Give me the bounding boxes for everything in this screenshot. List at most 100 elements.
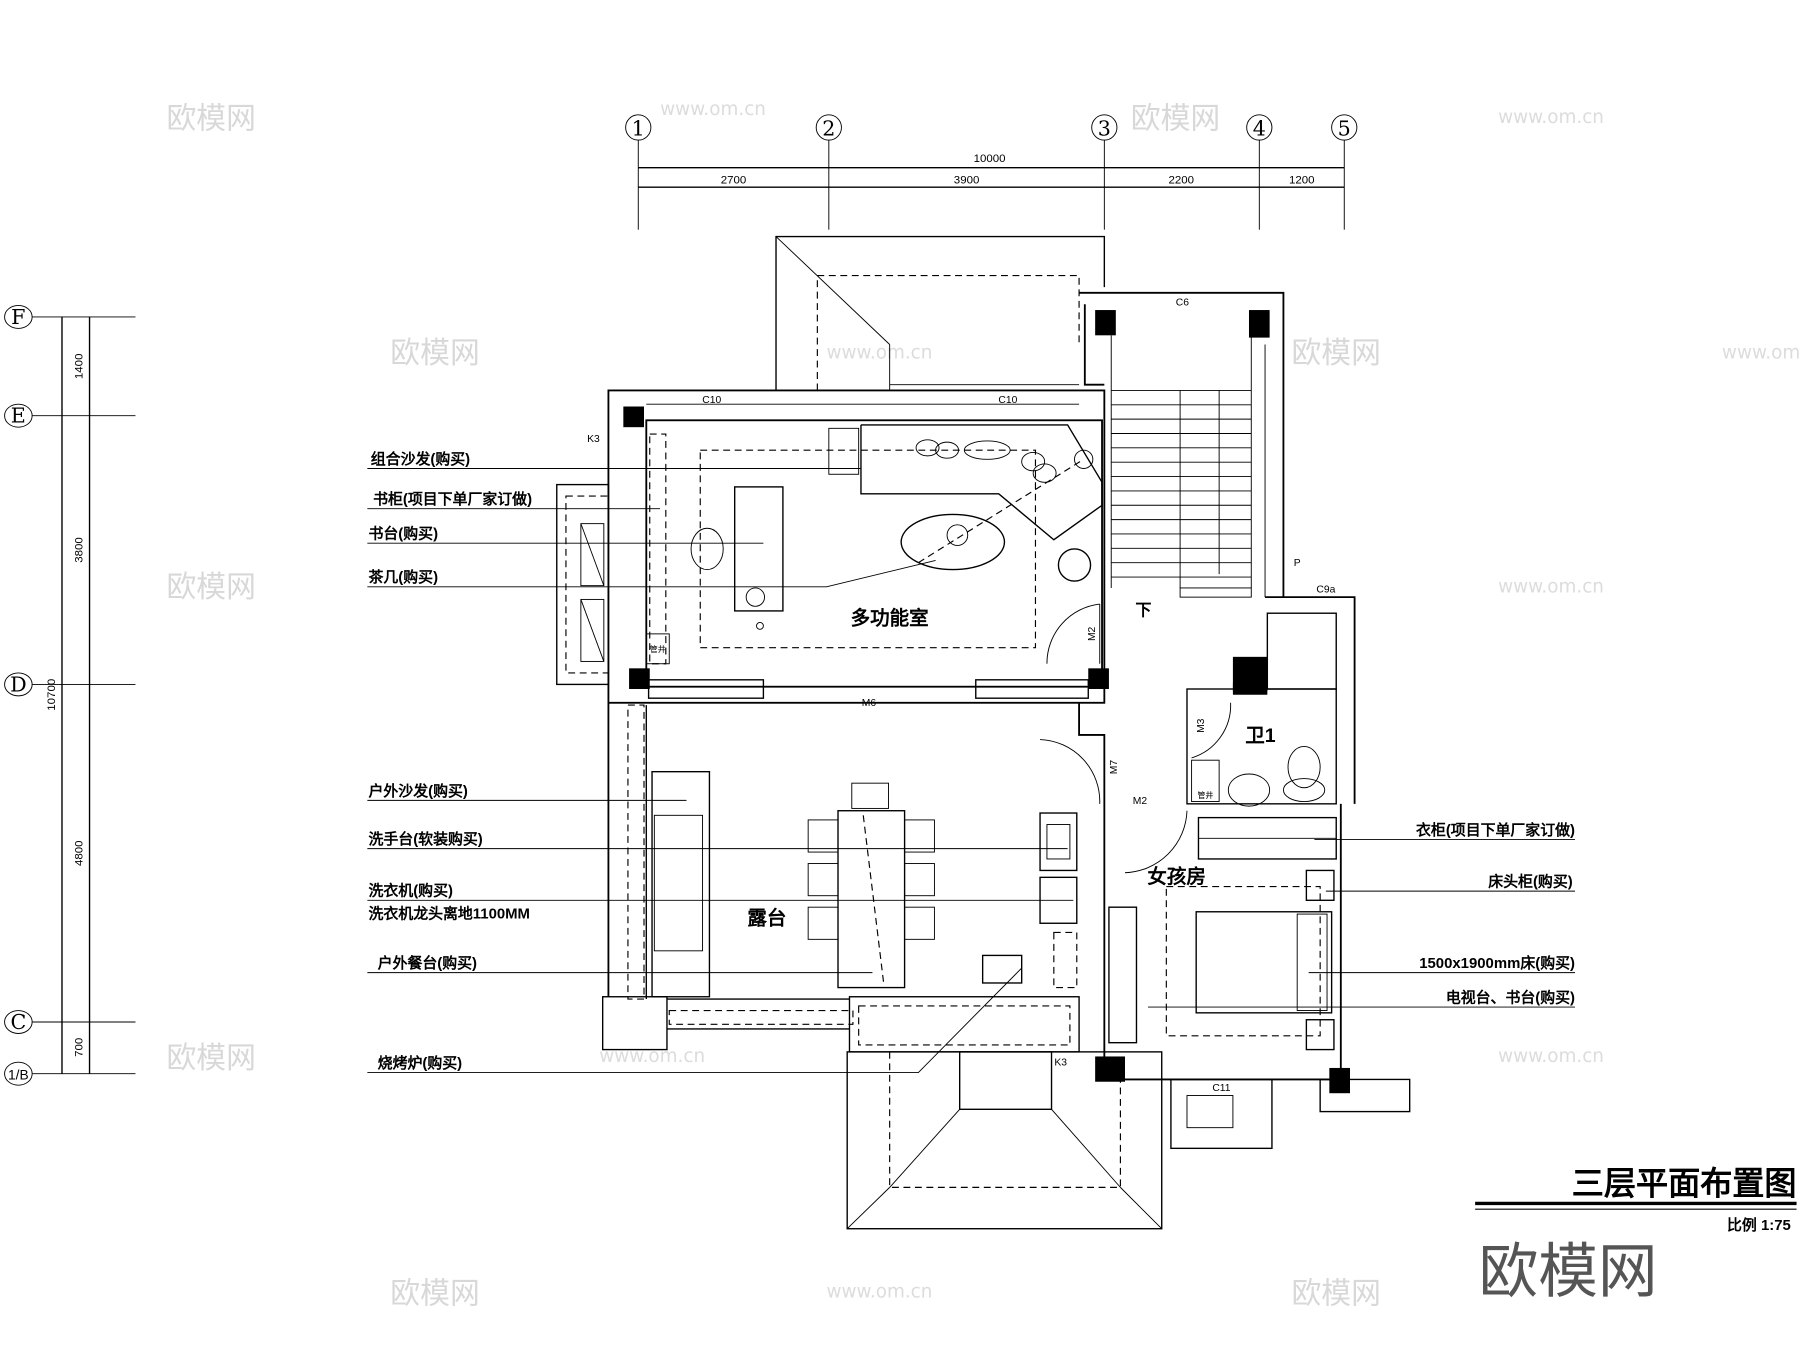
watermark-url: www.om.cn xyxy=(827,1282,933,1303)
door-tag: M2 xyxy=(1133,796,1148,807)
wash-basin xyxy=(1039,812,1078,872)
multi-function-room-outer-wall xyxy=(607,389,1106,704)
sectional-sofa xyxy=(828,424,1103,541)
annotation-dining-table: 户外餐台(购买) xyxy=(378,954,477,972)
bathroom-1 xyxy=(1186,596,1356,807)
annotation-tv-desk: 电视台、书台(购买) xyxy=(1446,988,1575,1006)
lower-roof xyxy=(846,1051,1163,1230)
outdoor-dining-table xyxy=(837,810,906,989)
door-tag: M2 xyxy=(1087,626,1098,641)
dimension: 1400 xyxy=(74,354,86,380)
watermark: 欧模网 xyxy=(166,1041,256,1076)
annotations-left: 组合沙发(购买) 书柜(项目下单厂家订做) 书台(购买) 茶几(购买) 户外沙发… xyxy=(368,450,532,1072)
room-label-girl: 女孩房 xyxy=(1147,865,1206,888)
window-tag: C6 xyxy=(1176,297,1189,308)
axis-bubble-5 xyxy=(1331,114,1358,141)
tag-k3: K3 xyxy=(587,434,600,445)
watermark: 欧模网 xyxy=(1291,1276,1381,1311)
annotation-desk: 书台(购买) xyxy=(368,525,438,543)
axis-label: 3 xyxy=(1098,117,1111,141)
watermark: 欧模网 xyxy=(390,1276,480,1311)
title-block: 三层平面布置图 比例 1:75 欧模网 xyxy=(1475,1165,1797,1307)
axis-bubble-2 xyxy=(815,114,842,141)
tag-p: P xyxy=(1294,558,1301,569)
dimension: 3800 xyxy=(74,537,86,563)
watermarks: 欧模网 欧模网 欧模网 欧模网 欧模网 欧模网 欧模网 欧模网 www.om.c… xyxy=(166,99,1800,1312)
dimension: 700 xyxy=(74,1038,86,1057)
annotation-sofa: 组合沙发(购买) xyxy=(371,450,470,468)
study-desk xyxy=(690,486,784,630)
dimension: 4800 xyxy=(74,840,86,866)
room-label-multi-function: 多功能室 xyxy=(851,607,929,630)
watermark: 欧模网 xyxy=(166,102,256,137)
top-axis-grid: 1 2 3 4 5 10000 2700 3900 2200 1200 xyxy=(625,114,1358,230)
axis-label: 5 xyxy=(1338,117,1351,141)
dimension-total: 10000 xyxy=(974,153,1006,165)
room-label-terrace: 露台 xyxy=(747,906,786,929)
annotation-bed: 1500x1900mm床(购买) xyxy=(1419,954,1575,972)
dimension: 2700 xyxy=(721,175,747,187)
multi-function-room-inner-wall xyxy=(645,419,1103,688)
ceiling-outline xyxy=(699,449,1037,649)
window-tag: C10 xyxy=(998,395,1017,406)
stair-treads xyxy=(1111,389,1252,578)
watermark-url: www.om.cn xyxy=(599,1046,705,1067)
annotation-washer: 洗衣机(购买) xyxy=(368,882,452,900)
axis-label: 4 xyxy=(1253,117,1266,141)
sliding-door xyxy=(975,679,1089,699)
watermark-logo: 欧模网 xyxy=(1479,1238,1658,1307)
watermark-url: www.om.cn xyxy=(1722,342,1800,363)
watermark: 欧模网 xyxy=(1131,102,1221,137)
drawing-scale: 比例 1:75 xyxy=(1727,1216,1791,1234)
axis-bubble-4 xyxy=(1246,114,1273,141)
dimension: 1200 xyxy=(1289,175,1315,187)
dimension: 2200 xyxy=(1168,175,1194,187)
window-tag: C9a xyxy=(1316,585,1335,596)
annotation-outdoor-sofa: 户外沙发(购买) xyxy=(368,782,467,800)
watermark-url: www.om.cn xyxy=(1498,107,1604,128)
building-plan xyxy=(556,235,1411,1230)
stair-down-label: 下 xyxy=(1135,602,1151,620)
upper-roof xyxy=(775,235,1106,391)
shaft-tag: 管井 xyxy=(650,644,666,654)
axis-label: 1/B xyxy=(8,1067,29,1082)
room-labels: 多功能室 下 卫1 女孩房 露台 xyxy=(747,602,1275,930)
opening-tags: C10 C10 C6 K3 K3 M6 M2 M2 M7 M3 C9a P C1… xyxy=(587,297,1335,1093)
axis-label: 1 xyxy=(632,117,645,141)
watermark: 欧模网 xyxy=(390,336,480,371)
annotation-washer-tap: 洗衣机龙头离地1100MM xyxy=(368,905,529,923)
axis-label: C xyxy=(10,1010,26,1034)
terrace xyxy=(601,702,1078,1051)
dimension-total: 10700 xyxy=(46,679,58,711)
watermark-url: www.om.cn xyxy=(827,342,933,363)
bay-window xyxy=(556,483,610,686)
axis-label: F xyxy=(11,305,25,329)
coffee-table xyxy=(900,513,1006,571)
tv-desk xyxy=(1108,906,1138,1044)
tag-k3: K3 xyxy=(1054,1058,1067,1069)
bed xyxy=(1195,911,1333,1014)
shaft-tag: 管井 xyxy=(1197,790,1213,800)
annotation-coffee-table: 茶几(购买) xyxy=(368,568,438,586)
axis-label: D xyxy=(10,672,27,696)
room-label-bath: 卫1 xyxy=(1245,725,1275,747)
watermark-url: www.om.cn xyxy=(660,99,766,120)
door-swing xyxy=(1046,603,1100,664)
door-tag: M7 xyxy=(1109,760,1120,775)
axis-label: 2 xyxy=(822,117,835,141)
watermark-url: www.om.cn xyxy=(1498,1046,1604,1067)
watermark: 欧模网 xyxy=(166,570,256,605)
door-tag: M3 xyxy=(1196,718,1207,733)
annotation-bbq: 烧烤炉(购买) xyxy=(378,1054,462,1072)
axis-bubble-1 xyxy=(625,114,652,141)
leader-lines xyxy=(367,468,1576,1074)
axis-label: E xyxy=(11,404,26,428)
outdoor-sofa xyxy=(651,770,711,998)
left-axis-grid: F E D C 1/B 1400 3800 4800 700 10700 xyxy=(4,305,136,1086)
window-tag: C10 xyxy=(702,395,721,406)
window-tag: C11 xyxy=(1212,1083,1230,1094)
annotation-nightstand: 床头柜(购买) xyxy=(1488,873,1572,891)
bbq-grill xyxy=(981,954,1023,984)
side-table xyxy=(1057,548,1092,582)
